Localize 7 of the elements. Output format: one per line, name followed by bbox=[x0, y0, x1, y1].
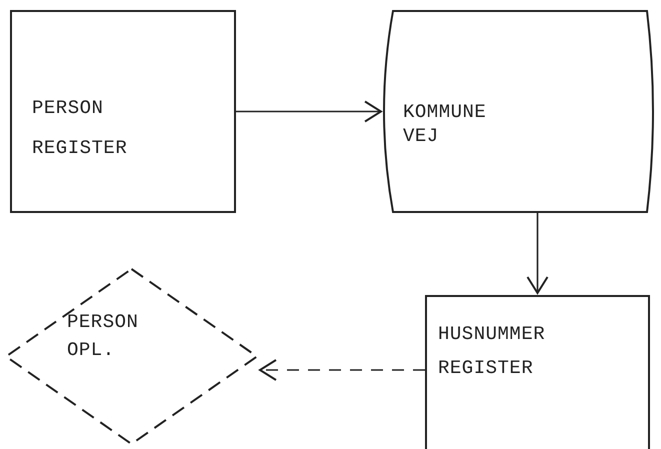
arrow bbox=[259, 359, 425, 381]
node-label: PERSON OPL. bbox=[67, 310, 140, 363]
arrow bbox=[236, 100, 382, 122]
node-label: PERSON REGISTER bbox=[32, 96, 128, 161]
node-label: HUSNUMMER REGISTER bbox=[438, 322, 546, 381]
node-label: KOMMUNE VEJ bbox=[403, 100, 488, 148]
arrow bbox=[526, 213, 548, 294]
